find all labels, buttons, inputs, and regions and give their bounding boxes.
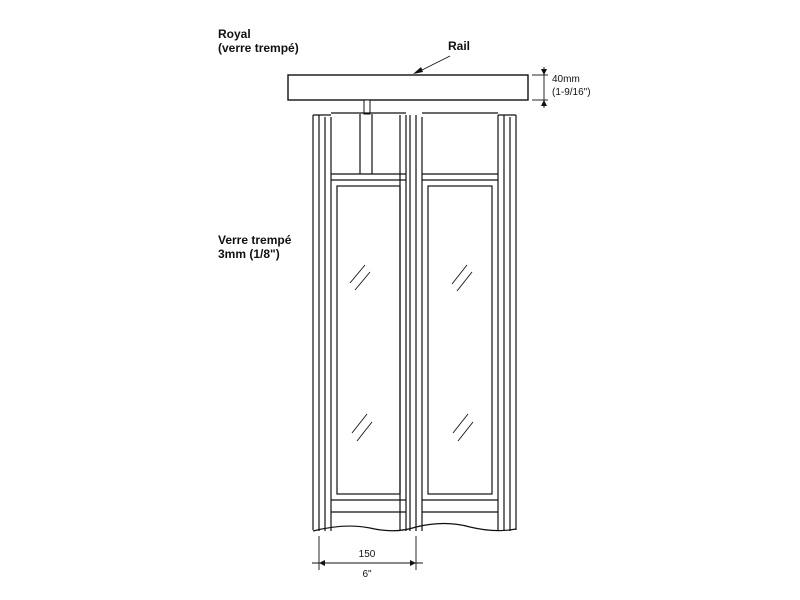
rail-height-dimension [532, 67, 548, 108]
product-name-label: Royal [218, 27, 251, 41]
rail-height-mm: 40mm [552, 74, 580, 85]
glass-reflection-marks [349, 264, 474, 442]
panel-width-dimension [312, 536, 423, 570]
product-glass-label: (verre trempé) [218, 41, 299, 55]
rail-height-in: (1-9/16") [552, 87, 591, 98]
glass-thickness-label: 3mm (1/8") [218, 247, 280, 261]
rail-leader-arrow [413, 55, 451, 74]
right-door-panel [409, 112, 517, 531]
pivot-rod [359, 99, 373, 174]
rail-label: Rail [448, 39, 470, 53]
left-door-panel [312, 112, 407, 531]
panel-width-in: 6" [362, 569, 372, 580]
glass-spec-label: Verre trempé [218, 233, 292, 247]
panel-width-mm: 150 [359, 549, 376, 560]
top-rail [287, 74, 529, 101]
break-line [312, 522, 517, 532]
